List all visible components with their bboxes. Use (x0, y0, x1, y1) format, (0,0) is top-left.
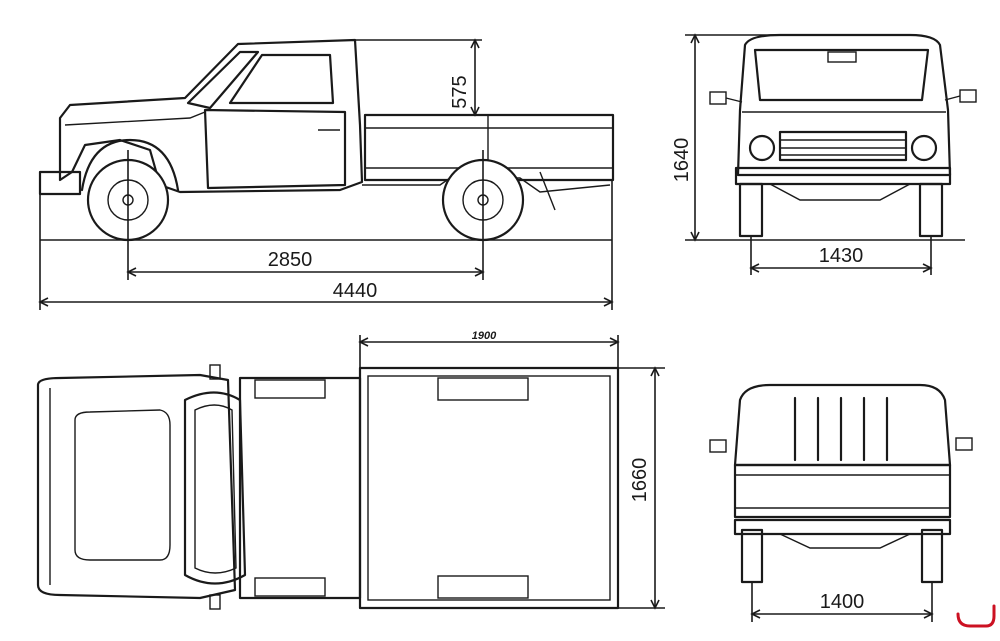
top-view-dimensions (358, 335, 665, 610)
front-track-label: 1430 (819, 245, 864, 267)
overall-height-label: 1640 (671, 138, 693, 183)
top-view (36, 364, 620, 610)
cab-height-label: 575 (449, 75, 471, 108)
front-view (709, 33, 977, 238)
side-view (38, 38, 615, 242)
rear-track-label: 1400 (820, 591, 865, 613)
front-view-dimensions (685, 33, 965, 275)
rear-view-dimensions (750, 582, 934, 622)
rear-view (709, 383, 973, 584)
bed-width-label: 1660 (629, 458, 651, 503)
wheelbase-label: 2850 (268, 249, 313, 271)
overall-length-label: 4440 (333, 280, 378, 302)
corner-mark (956, 604, 996, 628)
bed-length-label: 1900 (472, 330, 497, 342)
side-view-dimensions (38, 38, 614, 310)
